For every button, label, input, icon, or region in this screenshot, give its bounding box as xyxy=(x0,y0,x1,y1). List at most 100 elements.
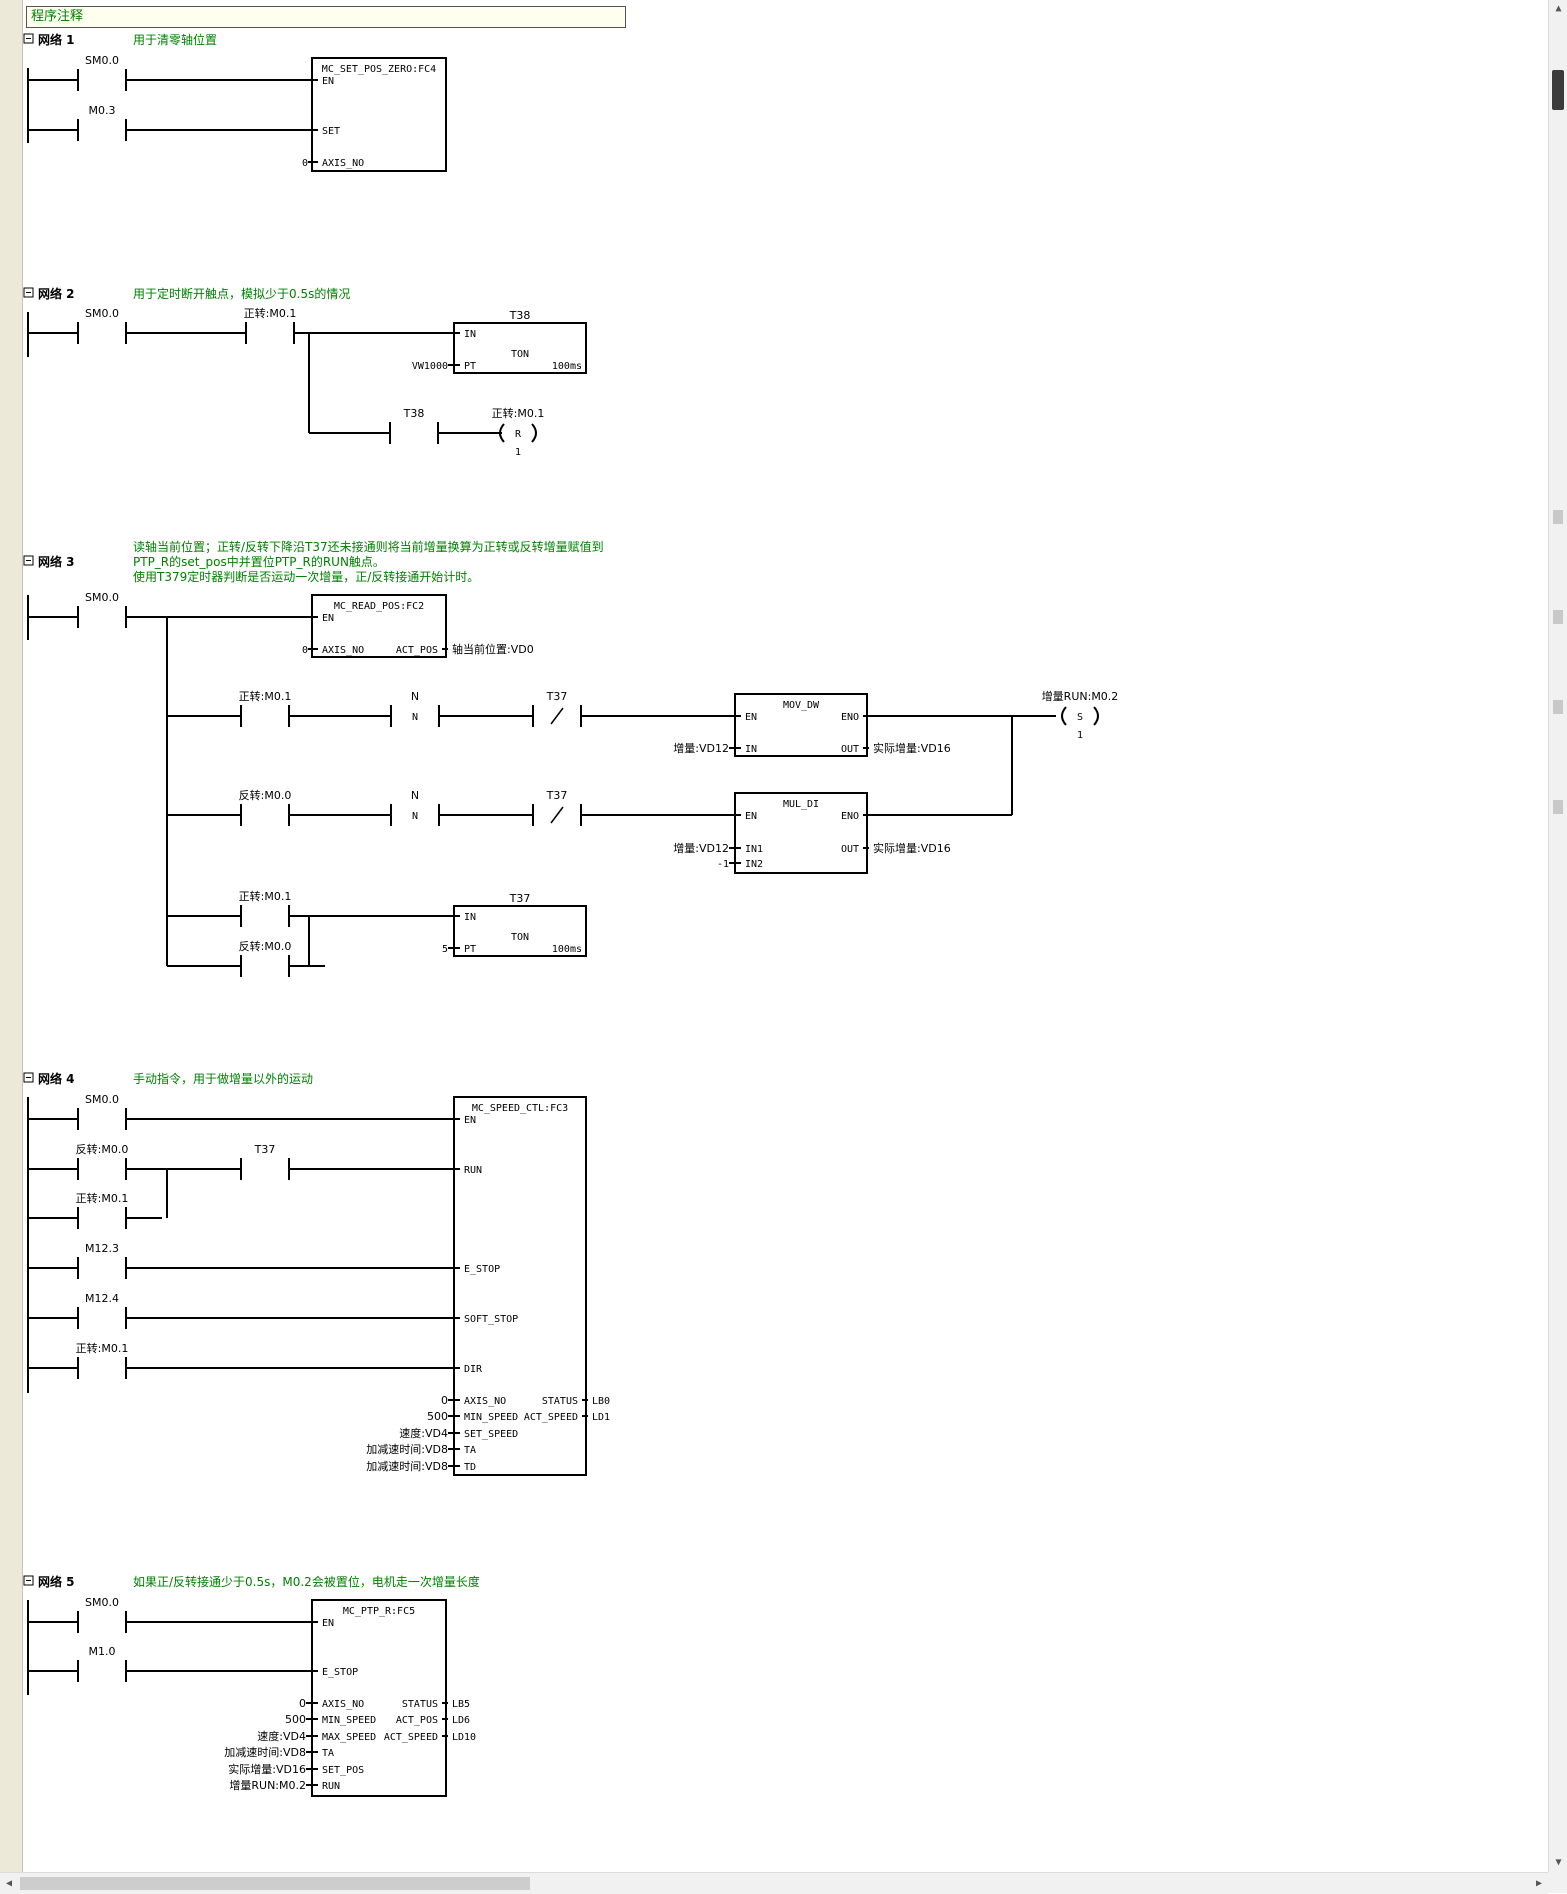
horizontal-scroll-thumb[interactable] xyxy=(20,1877,530,1890)
contact-label: 反转:M0.0 xyxy=(239,788,292,802)
vertical-scroll-thumb[interactable] xyxy=(1552,70,1564,110)
network-comment: PTP_R的set_pos中并置位PTP_R的RUN触点。 xyxy=(133,554,385,569)
contact-no[interactable]: SM0.0 xyxy=(42,54,162,91)
coil-R[interactable]: R正转:M0.11 xyxy=(492,406,545,458)
pin-value: 实际增量:VD16 xyxy=(873,841,951,855)
scroll-marker xyxy=(1553,800,1563,814)
pin-name: EN xyxy=(745,811,757,822)
pin-value: -1 xyxy=(717,859,729,870)
contact-label: N xyxy=(411,789,419,802)
function-block[interactable] xyxy=(311,594,447,658)
function-block[interactable] xyxy=(734,792,868,874)
function-block[interactable] xyxy=(453,1096,587,1476)
contact-no[interactable]: 正转:M0.1 xyxy=(205,889,325,927)
pin-name: ACT_SPEED xyxy=(384,1732,438,1743)
chevron-down-icon[interactable]: ▼ xyxy=(1555,1857,1562,1868)
pin-value: VW1000 xyxy=(412,361,448,372)
pin-value: 速度:VD4 xyxy=(257,1729,306,1743)
contact-no[interactable]: 反转:M0.0 xyxy=(205,939,325,977)
pin-name: IN xyxy=(464,329,476,340)
contact-no[interactable]: 反转:M0.0 xyxy=(42,1142,162,1180)
coil-count: 1 xyxy=(515,447,521,458)
contact-no[interactable]: SM0.0 xyxy=(42,307,162,344)
network-comment: 使用T379定时器判断是否运动一次增量，正/反转接通开始计时。 xyxy=(133,569,479,584)
pin-value: 增量RUN:M0.2 xyxy=(229,1778,306,1792)
pin-name: PT xyxy=(464,944,476,955)
pin-name: DIR xyxy=(464,1364,483,1375)
block-title: MOV_DW xyxy=(783,700,820,711)
contact-no[interactable]: 正转:M0.1 xyxy=(42,1191,162,1229)
timer-name: T38 xyxy=(509,309,531,322)
contact-nc[interactable]: T37 xyxy=(497,789,617,826)
timer-base: 100ms xyxy=(552,944,582,955)
pin-name: AXIS_NO xyxy=(322,645,364,656)
chevron-right-icon[interactable]: ▶ xyxy=(1535,1878,1543,1889)
pin-value: 增量:VD12 xyxy=(673,841,729,855)
chevron-up-icon[interactable]: ▲ xyxy=(1555,3,1562,14)
pin-value: 0 xyxy=(302,645,308,656)
contact-label: 正转:M0.1 xyxy=(239,889,292,903)
network-comment: 读轴当前位置；正转/反转下降沿T37还未接通则将当前增量换算为正转或反转增量赋值… xyxy=(133,539,604,554)
contact-no[interactable]: T37 xyxy=(205,1143,325,1180)
pin-name: RUN xyxy=(322,1781,340,1792)
pin-name: SOFT_STOP xyxy=(464,1314,518,1325)
function-block[interactable] xyxy=(453,322,587,374)
pin-name: ENO xyxy=(841,811,859,822)
contact-label: T37 xyxy=(546,690,568,703)
contact-no[interactable]: M0.3 xyxy=(42,104,162,141)
contact-label: M1.0 xyxy=(89,1645,116,1658)
program-comment[interactable]: 程序注释 xyxy=(26,6,626,28)
pin-name: AXIS_NO xyxy=(322,1699,364,1710)
contact-no[interactable]: SM0.0 xyxy=(42,1093,162,1130)
pin-value: 加减速时间:VD8 xyxy=(366,1460,448,1473)
chevron-left-icon[interactable]: ◀ xyxy=(5,1878,13,1889)
contact-neg[interactable]: N xyxy=(355,789,475,826)
contact-no[interactable]: 正转:M0.1 xyxy=(210,306,330,344)
timer-name: T37 xyxy=(509,892,531,905)
contact-no[interactable]: SM0.0 xyxy=(42,1596,162,1633)
function-block[interactable] xyxy=(311,57,447,172)
network-label: 网络 2 xyxy=(38,286,75,301)
contact-nc[interactable]: T37 xyxy=(497,690,617,727)
pin-value: LD6 xyxy=(452,1715,470,1726)
contact-no[interactable]: 反转:M0.0 xyxy=(205,788,325,826)
scroll-marker xyxy=(1553,510,1563,524)
coil-label: 增量RUN:M0.2 xyxy=(1042,689,1119,703)
vertical-scrollbar[interactable]: ▲ ▼ xyxy=(1548,0,1567,1872)
network-comment: 用于定时断开触点，模拟少于0.5s的情况 xyxy=(133,286,350,301)
contact-label: 正转:M0.1 xyxy=(244,306,297,320)
horizontal-scrollbar[interactable]: ◀ ▶ xyxy=(0,1872,1548,1894)
pin-name: OUT xyxy=(841,744,859,755)
contact-no[interactable]: 正转:M0.1 xyxy=(42,1341,162,1379)
pin-name: E_STOP xyxy=(322,1667,358,1678)
scroll-marker xyxy=(1553,610,1563,624)
contact-label: M12.4 xyxy=(85,1292,119,1305)
network-header[interactable]: 网络 1 xyxy=(23,32,75,47)
pin-value: 0 xyxy=(299,1697,306,1710)
coil-count: 1 xyxy=(1077,730,1083,741)
contact-no[interactable]: SM0.0 xyxy=(42,591,162,628)
function-block[interactable] xyxy=(311,1599,447,1797)
pin-name: EN xyxy=(745,712,757,723)
contact-no[interactable]: 正转:M0.1 xyxy=(205,689,325,727)
contact-no[interactable]: M12.3 xyxy=(42,1242,162,1279)
function-block[interactable] xyxy=(734,693,868,757)
network-header[interactable]: 网络 2 xyxy=(23,286,75,301)
pin-value: 加减速时间:VD8 xyxy=(224,1746,306,1759)
contact-no[interactable]: T38 xyxy=(354,407,474,444)
function-block[interactable] xyxy=(453,905,587,957)
pin-name: TD xyxy=(464,1462,476,1473)
block-title: MC_SPEED_CTL:FC3 xyxy=(472,1103,568,1114)
pin-name: STATUS xyxy=(402,1699,438,1710)
contact-no[interactable]: M1.0 xyxy=(42,1645,162,1682)
contact-no[interactable]: M12.4 xyxy=(42,1292,162,1329)
network-header[interactable]: 网络 3 xyxy=(23,554,75,569)
network-header[interactable]: 网络 5 xyxy=(23,1574,75,1589)
contact-neg[interactable]: N xyxy=(355,690,475,727)
network-header[interactable]: 网络 4 xyxy=(23,1071,75,1086)
contact-label: N xyxy=(411,690,419,703)
coil-label: 正转:M0.1 xyxy=(492,406,545,420)
